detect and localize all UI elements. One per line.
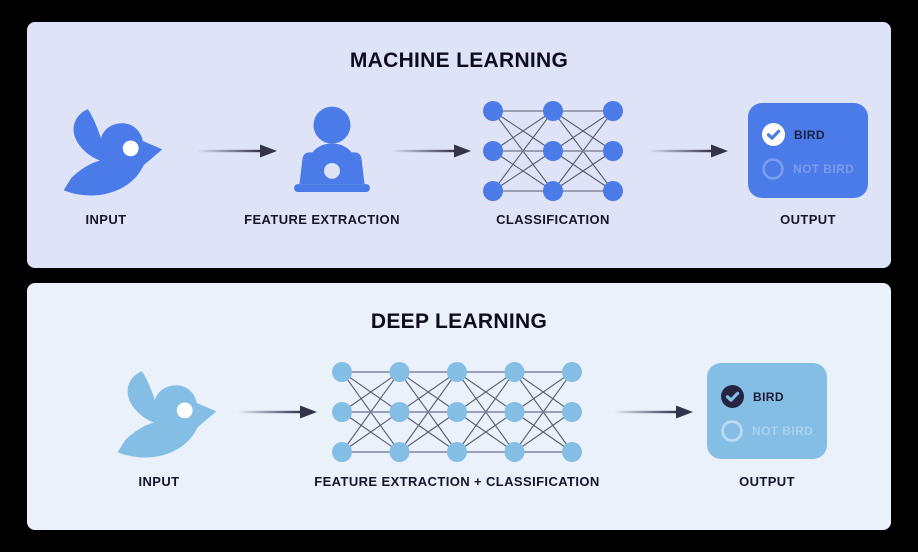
ml-panel-title: MACHINE LEARNING <box>349 49 569 72</box>
ml-input-label: INPUT <box>85 212 127 227</box>
ml-classification-label: CLASSIFICATION <box>496 212 610 227</box>
dl-output-box: BIRD NOT BIRD <box>707 363 827 459</box>
neural-network <box>332 362 582 462</box>
ml-option-not-bird: NOT BIRD <box>762 158 854 180</box>
deep-learning-panel: DEEP LEARNING INPUT FEATURE EXTRACTION +… <box>27 283 891 530</box>
arrow-right-icon <box>648 144 728 158</box>
dl-option-bird-label: BIRD <box>753 389 784 404</box>
ml-option-not-bird-label: NOT BIRD <box>793 162 855 176</box>
arrow-right-icon <box>237 405 317 419</box>
person-at-laptop-icon <box>294 106 370 192</box>
check-circle-icon <box>762 123 785 146</box>
ml-output-box: BIRD NOT BIRD <box>748 103 868 198</box>
dl-option-bird: BIRD <box>721 385 784 408</box>
bird-icon <box>63 109 163 196</box>
ml-option-bird: BIRD <box>762 123 825 146</box>
ml-output-label: OUTPUT <box>780 212 836 227</box>
dl-option-not-bird-label: NOT BIRD <box>752 424 814 438</box>
arrow-right-icon <box>197 144 277 158</box>
radio-circle-icon <box>721 420 743 442</box>
ml-feature-extraction-label: FEATURE EXTRACTION <box>244 212 400 227</box>
check-circle-icon <box>721 385 744 408</box>
arrow-right-icon <box>613 405 693 419</box>
ml-option-bird-label: BIRD <box>794 127 825 142</box>
machine-learning-panel: MACHINE LEARNING INPUT FEATURE EXTRACTIO… <box>27 22 891 268</box>
radio-circle-icon <box>762 158 784 180</box>
bird-icon <box>117 371 217 458</box>
dl-panel-title: DEEP LEARNING <box>370 310 548 333</box>
arrow-right-icon <box>391 144 471 158</box>
dl-input-label: INPUT <box>138 474 180 489</box>
dl-feature-classification-label: FEATURE EXTRACTION + CLASSIFICATION <box>314 474 600 489</box>
dl-option-not-bird: NOT BIRD <box>721 420 813 442</box>
neural-network <box>483 101 623 201</box>
dl-output-label: OUTPUT <box>739 474 795 489</box>
